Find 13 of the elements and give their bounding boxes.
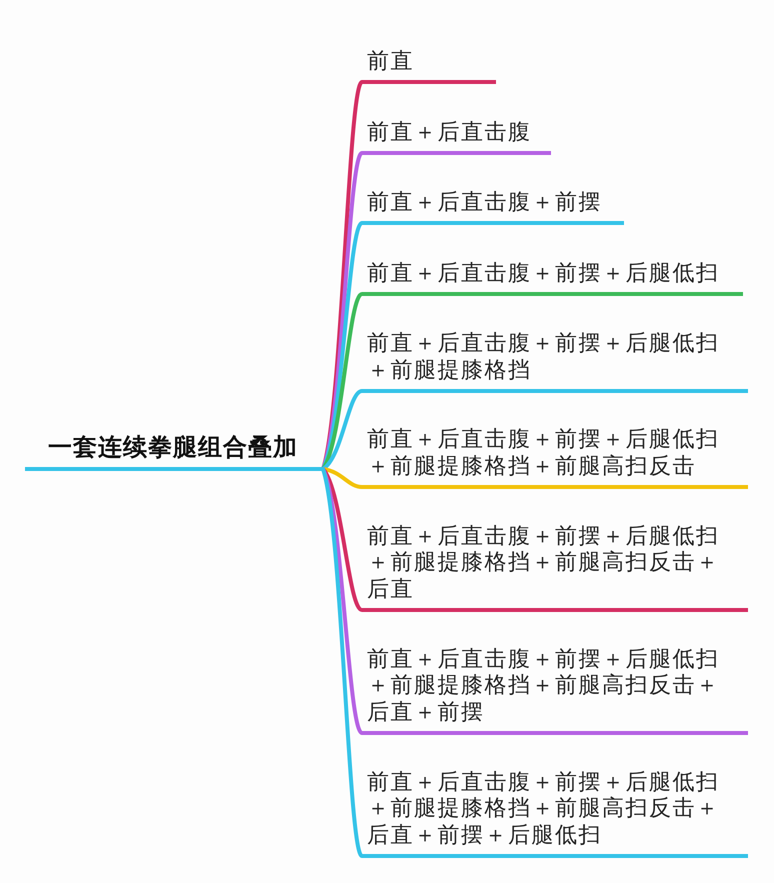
branch-line [321,389,364,471]
branch-line [321,467,364,489]
branch-topic: 前直＋后直击腹＋前摆＋后腿低扫＋前腿提膝格挡＋前腿高扫反击＋后直＋前摆＋后腿低扫 [362,770,748,858]
branch-topic: 前直＋后直击腹＋前摆＋后腿低扫＋前腿提膝格挡 [362,331,748,393]
branch-topic: 前直＋后直击腹＋前摆＋后腿低扫＋前腿提膝格挡＋前腿高扫反击＋后直＋前摆 [362,646,748,735]
branch-topic: 前直 [362,48,496,84]
branch-line [321,467,364,858]
branch-topic: 前直＋后直击腹＋前摆＋后腿低扫＋前腿提膝格挡＋前腿高扫反击＋后直 [362,524,748,612]
central-topic: 一套连续拳腿组合叠加 [25,432,323,471]
branch-topic: 前直＋后直击腹＋前摆＋后腿低扫 [362,260,743,296]
branch-topic: 前直＋后直击腹＋前摆＋后腿低扫＋前腿提膝格挡＋前腿高扫反击 [362,427,748,489]
branch-topic: 前直＋后直击腹＋前摆 [362,190,624,225]
branch-topic: 前直＋后直击腹 [362,120,551,155]
